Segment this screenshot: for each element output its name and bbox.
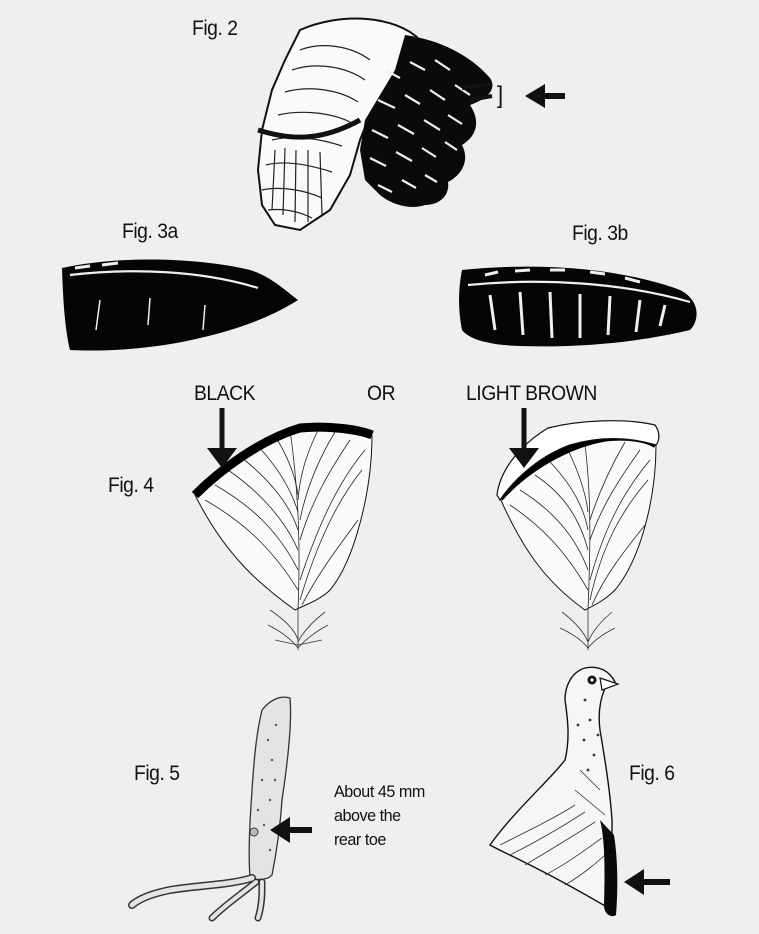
fig5-note: About 45 mm above the rear toe bbox=[334, 780, 425, 852]
fig4-light-brown-caption: LIGHT BROWN bbox=[466, 382, 597, 406]
fig4-left-feather-black-tip bbox=[195, 408, 372, 650]
fig2-bracket: ] bbox=[497, 82, 503, 110]
fig5-leg-drawing bbox=[132, 697, 312, 918]
fig3a-label: Fig. 3a bbox=[122, 220, 178, 244]
fig6-label: Fig. 6 bbox=[629, 762, 675, 786]
fig3b-label: Fig. 3b bbox=[572, 222, 628, 246]
fig5-label: Fig. 5 bbox=[134, 762, 180, 786]
fig3b-feather-drawing bbox=[459, 267, 697, 347]
fig6-turkey-drawing bbox=[490, 667, 670, 916]
fig4-label: Fig. 4 bbox=[108, 474, 154, 498]
fig2-label: Fig. 2 bbox=[192, 17, 238, 41]
fig4-black-caption: BLACK bbox=[194, 382, 255, 406]
fig3a-feather-drawing bbox=[62, 260, 298, 351]
fig2-wing-drawing bbox=[258, 19, 565, 230]
fig4-or-text: OR bbox=[367, 382, 395, 406]
fig4-right-feather-light-brown-tip bbox=[497, 408, 659, 650]
